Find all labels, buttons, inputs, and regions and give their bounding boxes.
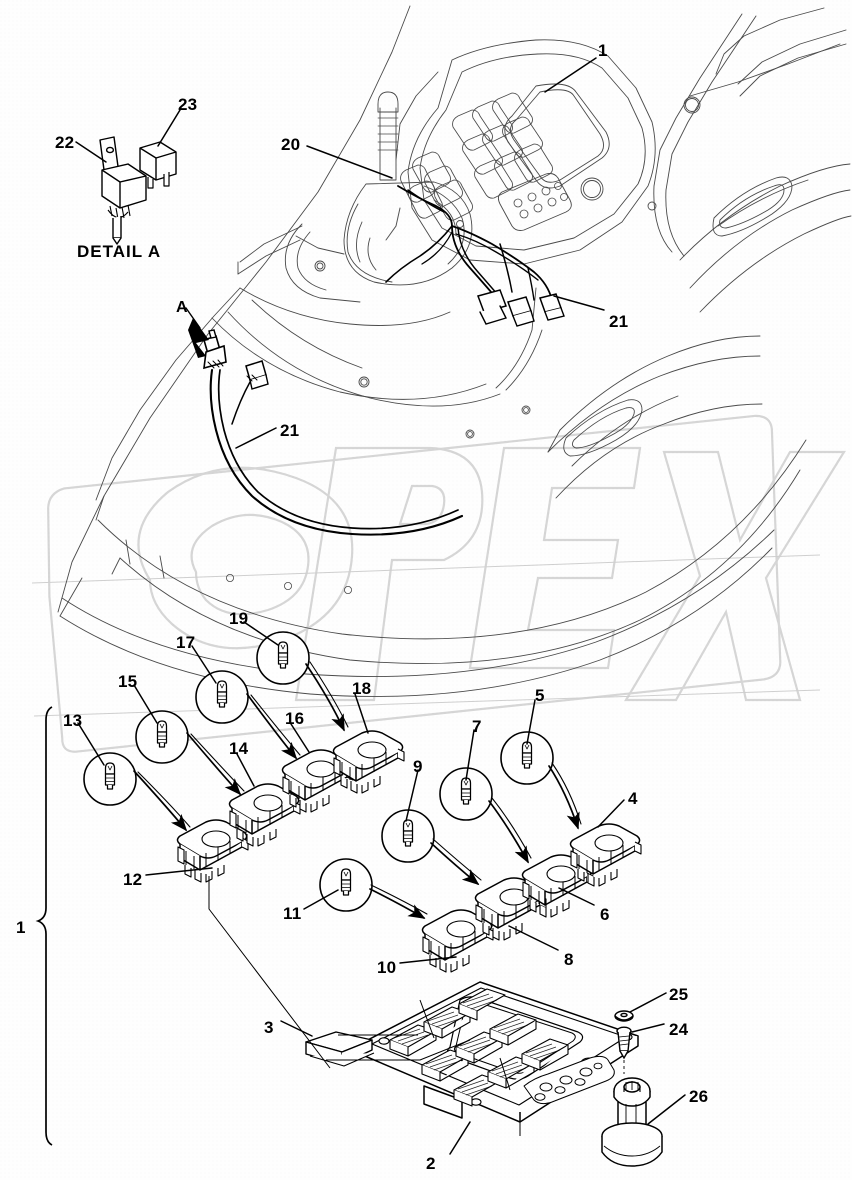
leader-7: [465, 729, 475, 781]
leader-15: [133, 684, 158, 724]
leader-18: [354, 693, 369, 734]
arrow-a: [188, 318, 209, 358]
leader-22: [75, 141, 107, 163]
callout-label-20: 20: [281, 135, 301, 154]
switch-panel-base: [359, 981, 639, 1123]
leader-16: [290, 723, 310, 753]
leader-14: [236, 753, 255, 787]
callout-label-7: 7: [472, 717, 482, 736]
leader-4: [597, 799, 625, 828]
callout-label-12: 12: [123, 870, 143, 889]
detail-view-marker-a: A: [176, 299, 188, 316]
leader-6: [558, 887, 595, 906]
leader-25: [629, 992, 667, 1013]
leader-21-upper: [553, 295, 605, 311]
detail-a-parts: [99, 136, 177, 245]
leader-19: [243, 621, 279, 646]
leader-10: [399, 956, 457, 964]
callout-label-18: 18: [352, 679, 372, 698]
callout-label-15: 15: [118, 672, 138, 691]
callout-label-3: 3: [264, 1018, 274, 1037]
leader-17: [191, 645, 217, 684]
callout-label-11: 11: [283, 904, 302, 923]
panel-assembly-leads: [208, 876, 521, 1136]
callout-label-21-upper: 21: [609, 312, 629, 331]
callout-label-24: 24: [669, 1020, 689, 1039]
leader-2: [449, 1121, 471, 1155]
leader-12: [145, 867, 213, 876]
rocker-switches: [176, 730, 642, 973]
callout-label-1-console: 1: [598, 41, 608, 60]
callout-label-22: 22: [55, 133, 75, 152]
detail-a-caption: DETAIL A: [77, 242, 162, 261]
callout-label-25: 25: [669, 985, 689, 1004]
assembly-bracket-1: [35, 706, 53, 1146]
leader-24: [631, 1023, 665, 1033]
opex-watermark: [47, 414, 846, 753]
leader-11: [303, 889, 339, 910]
callout-label-26: 26: [689, 1087, 709, 1106]
callout-label-2: 2: [426, 1154, 436, 1173]
bulb-to-switch-arrows: [133, 661, 582, 919]
callout-label-23: 23: [178, 95, 198, 114]
callout-label-21-lower: 21: [280, 421, 300, 440]
leader-3: [280, 1020, 313, 1037]
knob-assembly: [601, 1077, 663, 1167]
wiring-harness: [203, 185, 565, 536]
callout-label-4: 4: [628, 789, 638, 808]
leader-23: [157, 109, 181, 147]
callout-label-5: 5: [535, 686, 545, 705]
callout-label-14: 14: [229, 739, 249, 758]
leader-26: [647, 1094, 686, 1125]
bulb-icons: [104, 641, 533, 896]
callout-label-17: 17: [176, 633, 196, 652]
fastener-hardware: [614, 1010, 634, 1074]
leader-8: [508, 925, 559, 951]
leader-21-lower: [235, 427, 277, 449]
callout-label-9: 9: [413, 757, 423, 776]
callout-label-13: 13: [63, 711, 83, 730]
callout-label-19: 19: [229, 609, 249, 628]
callout-label-16: 16: [285, 709, 305, 728]
leader-5: [526, 699, 536, 745]
leader-1-console: [544, 57, 597, 93]
callout-label-8: 8: [564, 950, 574, 969]
leader-20: [306, 145, 393, 179]
leader-9: [405, 769, 419, 822]
callout-label-10: 10: [377, 958, 397, 977]
leader-13: [77, 722, 105, 766]
callout-label-1-bracket: 1: [16, 918, 26, 937]
callout-label-6: 6: [600, 905, 610, 924]
